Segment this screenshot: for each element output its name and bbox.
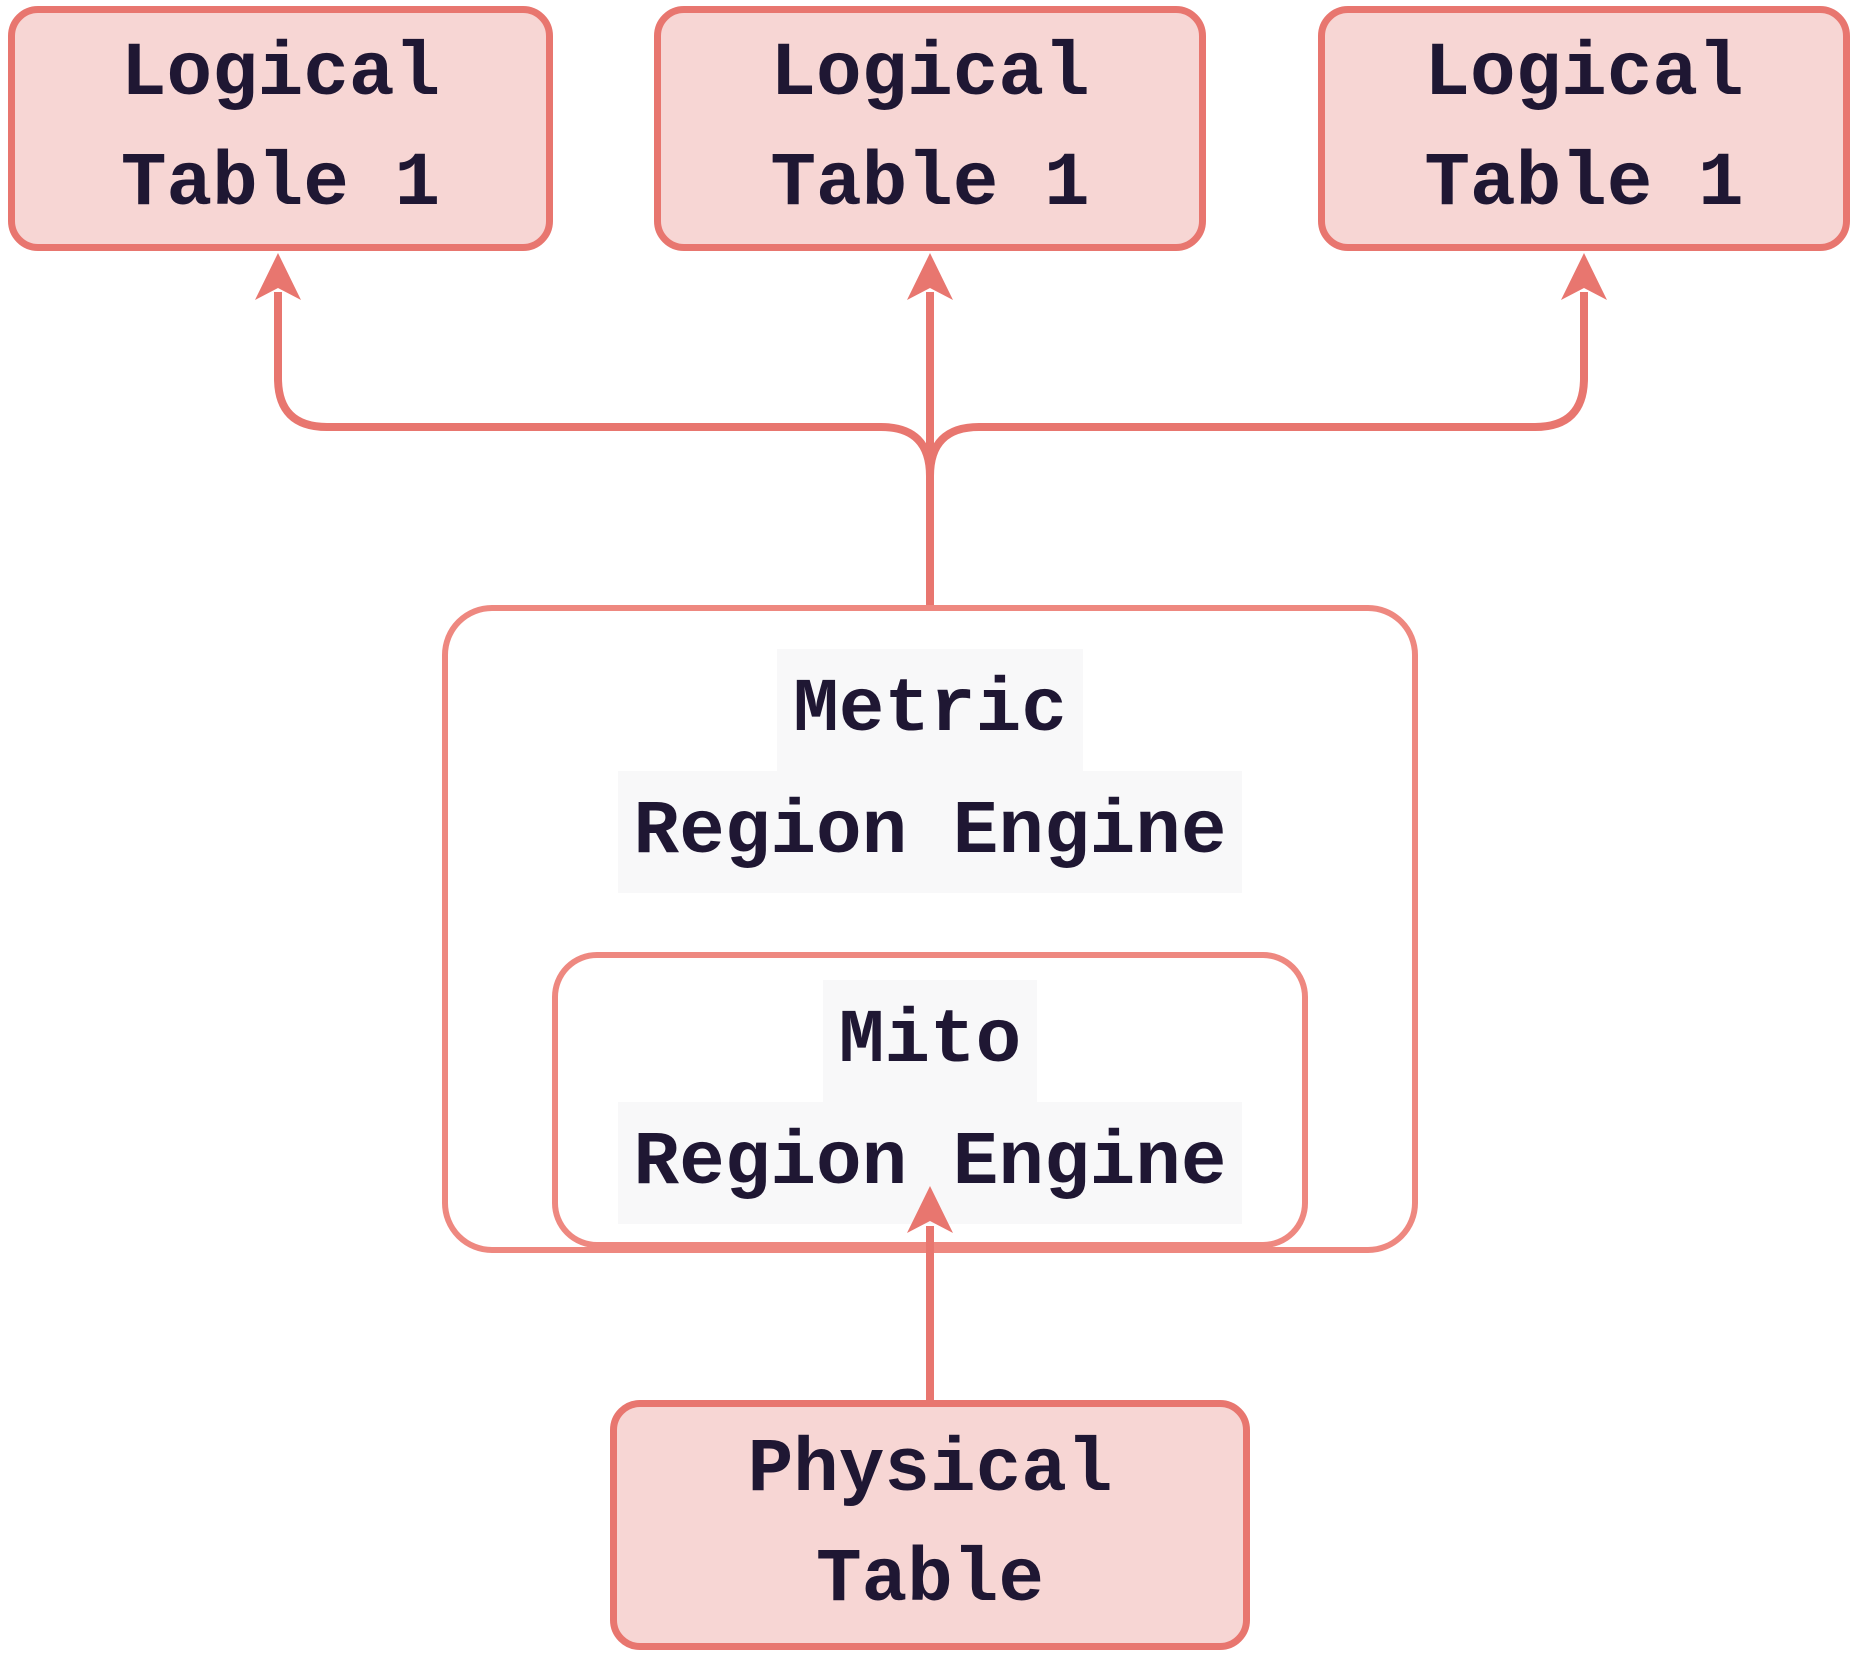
arrowhead-logical-a <box>255 253 301 300</box>
node-mito-region-engine: Mito Region Engine <box>552 952 1308 1248</box>
node-label-line: Region Engine <box>617 771 1243 893</box>
arrowhead-logical-b <box>907 253 953 300</box>
node-logical-table-c: Logical Table 1 <box>1318 6 1850 251</box>
edge-metric-to-logical-a <box>274 292 934 605</box>
edge-metric-to-logical-c <box>926 292 1588 605</box>
node-label-line: Table 1 <box>1424 140 1744 227</box>
node-label-line: Table 1 <box>120 140 441 227</box>
node-label-line: Metric <box>777 649 1083 771</box>
node-label-line: Logical <box>120 30 441 117</box>
node-label-line: Table 1 <box>770 140 1090 227</box>
node-label-line: Logical <box>1424 30 1744 117</box>
node-label-line: Region Engine <box>617 1102 1243 1224</box>
node-logical-table-a: Logical Table 1 <box>8 6 553 251</box>
node-label-line: Table <box>815 1537 1045 1623</box>
node-label-line: Mito <box>822 980 1038 1102</box>
node-label-line: Physical <box>747 1427 1113 1513</box>
arrowhead-logical-c <box>1561 253 1607 300</box>
node-physical-table: Physical Table <box>610 1400 1250 1650</box>
node-label-line: Logical <box>770 30 1090 117</box>
node-logical-table-b: Logical Table 1 <box>654 6 1206 251</box>
